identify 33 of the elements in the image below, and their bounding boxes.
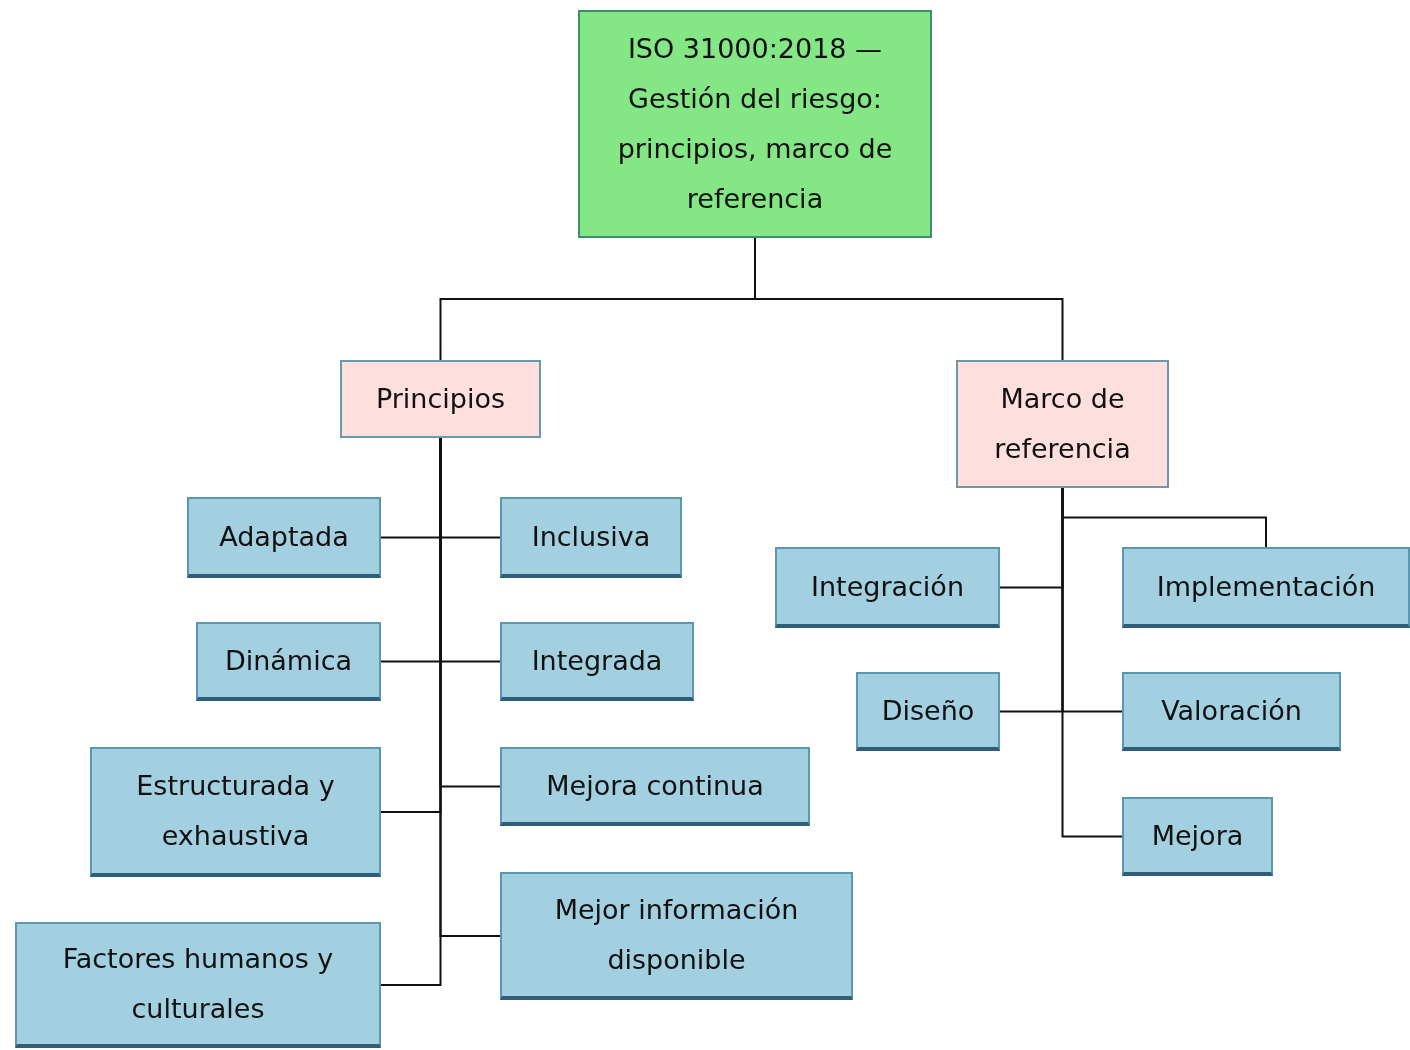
item-box [856, 672, 1000, 751]
node-label: Integración [809, 569, 965, 604]
item-box [90, 747, 381, 877]
item-box [1122, 797, 1273, 876]
node-label: Integrada [530, 643, 664, 678]
category-box [340, 360, 541, 438]
node-label: Estructurada y exhaustiva [135, 769, 336, 853]
connector-line [1061, 487, 1123, 838]
node-label: Adaptada [218, 519, 350, 554]
item-box [500, 622, 694, 701]
item-box [1122, 547, 1410, 628]
node-label: ISO 31000:2018 — Gestión del riesgo: principios, marco de referencia [616, 32, 894, 216]
node-label: Mejor información disponible [553, 893, 800, 977]
node-label: Principios [374, 382, 507, 416]
node-label: Marco de referencia [993, 382, 1132, 466]
item-box [15, 922, 381, 1048]
item-box [196, 622, 381, 701]
item-box [187, 497, 381, 578]
node-label: Diseño [880, 693, 976, 728]
item-box [500, 872, 853, 1000]
node-label: Factores humanos y culturales [61, 942, 335, 1026]
item-box [775, 547, 1000, 628]
node-label: Mejora [1150, 818, 1245, 853]
item-box [1122, 672, 1341, 751]
node-label: Dinámica [223, 643, 354, 678]
category-box [956, 360, 1169, 488]
title-box [578, 10, 932, 238]
item-box [500, 747, 810, 826]
item-box [500, 497, 682, 578]
node-label: Inclusiva [530, 519, 652, 554]
node-label: Implementación [1155, 569, 1377, 604]
node-label: Valoración [1160, 693, 1303, 728]
node-label: Mejora continua [545, 768, 765, 803]
